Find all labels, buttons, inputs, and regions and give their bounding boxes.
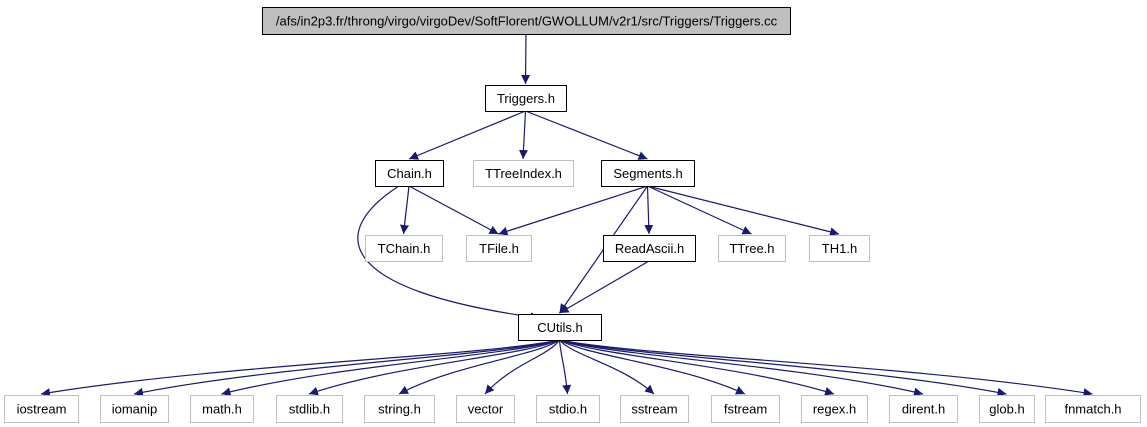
node-label: /afs/in2p3.fr/throng/virgo/virgoDev/Soft…	[276, 14, 778, 29]
node-tchain-h: TChain.h	[365, 235, 443, 262]
node-label: math.h	[202, 402, 242, 417]
node-box	[718, 235, 786, 262]
node-label: TTree.h	[729, 241, 774, 256]
edge-triggers-h-to-chain-h	[408, 110, 526, 160]
node-label: CUtils.h	[537, 320, 583, 335]
node-label: fstream	[724, 402, 767, 417]
node-tfile-h: TFile.h	[466, 235, 532, 262]
edge-cutils-h-to-stdlib-h	[308, 339, 560, 396]
node-cutils-h[interactable]: CUtils.h	[518, 314, 602, 341]
edge-cutils-h-to-glob-h	[559, 339, 1007, 397]
node-box	[365, 235, 443, 262]
node-stdio-h: stdio.h	[536, 395, 600, 423]
node-label: iostream	[17, 402, 67, 417]
node-glob-h: glob.h	[979, 395, 1035, 423]
node-label: stdlib.h	[289, 402, 330, 417]
edge-segments-h-to-readascii-h	[644, 185, 654, 235]
node-box	[485, 85, 567, 112]
edge-readascii-h-to-cutils-h	[559, 260, 650, 314]
edges-layer	[40, 33, 1093, 398]
node-triggers-h[interactable]: Triggers.h	[485, 85, 567, 112]
node-iomanip: iomanip	[100, 395, 169, 423]
edge-cutils-h-to-iomanip	[133, 339, 560, 397]
node-ttree-h: TTree.h	[718, 235, 786, 262]
edge-cutils-h-to-iostream	[40, 339, 560, 397]
edge-chain-h-to-tchain-h	[400, 185, 410, 235]
node-readascii-h[interactable]: ReadAscii.h	[603, 235, 696, 262]
node-label: TFile.h	[479, 241, 519, 256]
node-label: Chain.h	[387, 166, 432, 181]
node-label: iomanip	[112, 402, 158, 417]
node-label: sstream	[631, 402, 677, 417]
node-box	[4, 395, 79, 423]
node-box	[190, 395, 254, 423]
node-label: Segments.h	[613, 166, 682, 181]
edge-cutils-h-to-math-h	[221, 339, 560, 397]
node-label: glob.h	[989, 402, 1024, 417]
node-label: ReadAscii.h	[615, 241, 684, 256]
node-fstream: fstream	[711, 395, 780, 423]
node-box	[979, 395, 1035, 423]
node-box	[601, 160, 695, 187]
edge-root-to-triggers-h	[521, 33, 531, 85]
edge-cutils-h-to-regex-h	[559, 339, 835, 396]
node-label: vector	[468, 402, 504, 417]
node-box	[536, 395, 600, 423]
node-sstream: sstream	[620, 395, 689, 423]
node-ttreeindex-h: TTreeIndex.h	[473, 160, 574, 187]
node-box	[620, 395, 689, 423]
node-root[interactable]: /afs/in2p3.fr/throng/virgo/virgoDev/Soft…	[262, 7, 791, 35]
edge-triggers-h-to-ttreeindex-h	[518, 110, 528, 160]
node-box	[100, 395, 169, 423]
node-box	[473, 160, 574, 187]
edge-cutils-h-to-dirent-h	[559, 339, 924, 397]
node-box	[889, 395, 958, 423]
node-box	[456, 395, 515, 423]
node-box	[711, 395, 780, 423]
node-box	[466, 235, 532, 262]
node-label: TTreeIndex.h	[485, 166, 562, 181]
node-vector: vector	[456, 395, 515, 423]
node-label: regex.h	[813, 402, 856, 417]
edge-triggers-h-to-segments-h	[525, 110, 648, 160]
node-box	[364, 395, 435, 423]
node-stdlib-h: stdlib.h	[276, 395, 343, 423]
node-label: fnmatch.h	[1064, 402, 1121, 417]
edge-cutils-h-to-stdio-h	[558, 339, 572, 395]
node-box	[262, 7, 791, 35]
node-box	[375, 160, 444, 187]
edge-segments-h-to-th1-h	[647, 185, 840, 237]
node-box	[276, 395, 343, 423]
node-box	[809, 235, 870, 262]
edge-cutils-h-to-fnmatch-h	[559, 339, 1093, 398]
node-label: string.h	[378, 402, 421, 417]
node-label: TH1.h	[822, 241, 857, 256]
edge-cutils-h-to-sstream	[559, 339, 655, 395]
node-chain-h[interactable]: Chain.h	[375, 160, 444, 187]
node-box	[1045, 395, 1141, 423]
node-segments-h[interactable]: Segments.h	[601, 160, 695, 187]
node-label: Triggers.h	[497, 91, 555, 106]
edge-cutils-h-to-vector	[484, 339, 560, 395]
node-th1-h: TH1.h	[809, 235, 870, 262]
edge-chain-h-to-tfile-h	[408, 185, 499, 235]
edge-segments-h-to-tfile-h	[498, 185, 648, 236]
node-box	[801, 395, 868, 423]
node-dirent-h: dirent.h	[889, 395, 958, 423]
node-label: dirent.h	[902, 402, 945, 417]
node-box	[518, 314, 602, 341]
node-fnmatch-h: fnmatch.h	[1045, 395, 1141, 423]
edge-cutils-h-to-string-h	[398, 339, 560, 395]
node-math-h: math.h	[190, 395, 254, 423]
node-label: TChain.h	[378, 241, 431, 256]
node-string-h: string.h	[364, 395, 435, 423]
node-iostream: iostream	[4, 395, 79, 423]
edge-cutils-h-to-fstream	[559, 339, 746, 395]
node-label: stdio.h	[549, 402, 587, 417]
edge-segments-h-to-ttree-h	[647, 185, 752, 235]
node-box	[603, 235, 696, 262]
node-regex-h: regex.h	[801, 395, 868, 423]
nodes-layer: /afs/in2p3.fr/throng/virgo/virgoDev/Soft…	[4, 7, 1141, 423]
